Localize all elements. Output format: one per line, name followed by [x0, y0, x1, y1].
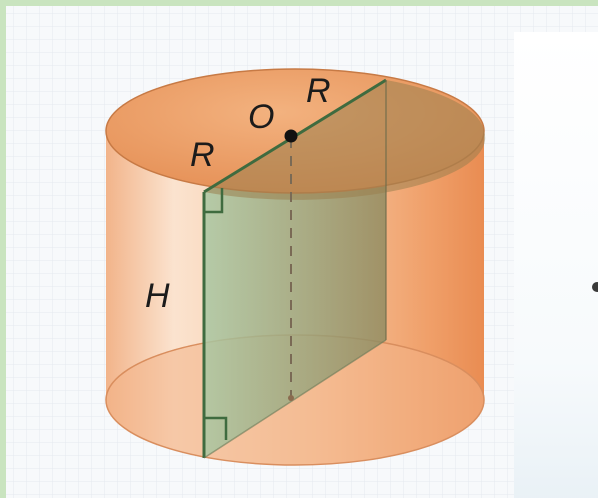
label-radius-left: R — [190, 136, 215, 174]
center-point-o — [284, 129, 298, 143]
right-angle-mark — [204, 188, 224, 214]
bottom-diameter-line — [203, 339, 387, 459]
top-base-shaded-half — [204, 80, 486, 200]
adjacent-figure-point — [592, 282, 598, 292]
adjacent-figure-panel — [514, 32, 598, 498]
label-radius-right: R — [306, 72, 331, 110]
label-center-o: O — [248, 98, 274, 136]
bottom-center-point — [288, 395, 294, 401]
label-height: H — [145, 277, 170, 315]
right-angle-mark — [204, 416, 228, 440]
